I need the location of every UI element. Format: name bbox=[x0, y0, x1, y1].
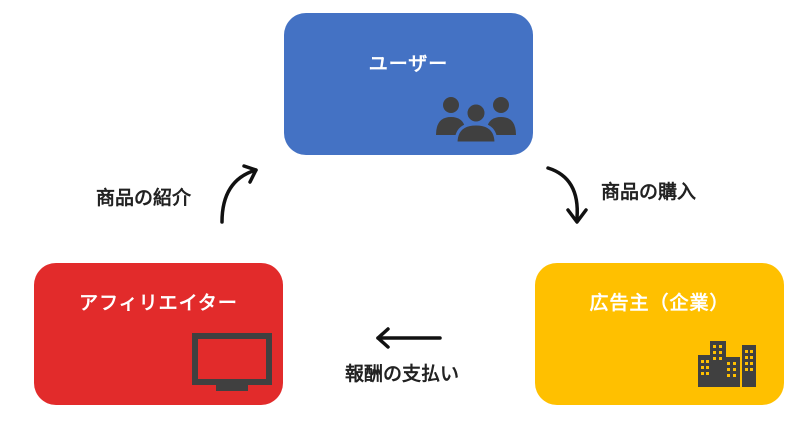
affiliate-label: アフィリエイター bbox=[79, 292, 238, 314]
monitor-icon bbox=[192, 333, 272, 391]
arrow-advertiser-to-affiliate bbox=[376, 327, 442, 349]
arrow-affiliate-to-users bbox=[220, 164, 258, 224]
edge-label-payment: 報酬の支払い bbox=[345, 363, 460, 385]
office-buildings-icon bbox=[698, 341, 756, 387]
edge-label-purchase: 商品の購入 bbox=[601, 181, 697, 203]
edge-label-introduce: 商品の紹介 bbox=[96, 187, 192, 209]
users-label: ユーザー bbox=[368, 53, 449, 75]
advertiser-label: 広告主（企業） bbox=[589, 292, 730, 314]
users-node: ユーザー bbox=[284, 13, 533, 155]
arrow-users-to-advertiser bbox=[546, 166, 588, 224]
users-group-icon bbox=[436, 97, 516, 143]
affiliate-node: アフィリエイター bbox=[34, 263, 283, 405]
advertiser-node: 広告主（企業） bbox=[535, 263, 784, 405]
